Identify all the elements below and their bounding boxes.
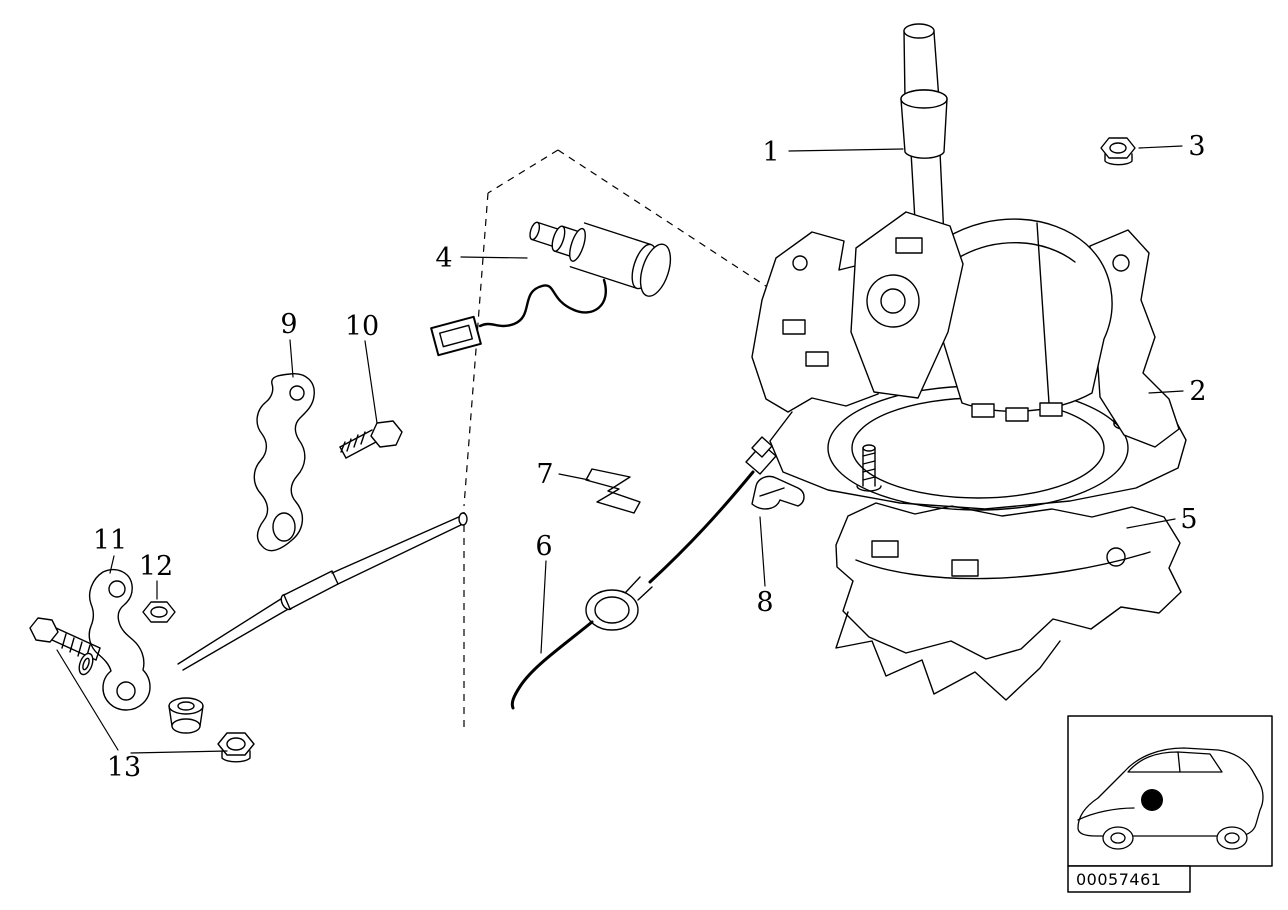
callout-3[interactable]: 3 (1188, 131, 1205, 162)
callout-10[interactable]: 10 (345, 311, 379, 342)
callout-12[interactable]: 12 (139, 551, 173, 582)
shifter-assembly (751, 23, 1187, 511)
part-10-bolt (339, 420, 403, 459)
callout-13[interactable]: 13 (107, 752, 141, 783)
callout-7[interactable]: 7 (536, 459, 553, 490)
part-7-clip (585, 468, 641, 514)
part-number-label: 00057461 (1076, 870, 1161, 889)
car-silhouette (1077, 747, 1264, 850)
part-1-shift-lever (900, 23, 948, 159)
part-12-nut (142, 601, 176, 623)
housing-cover-shell (939, 218, 1113, 422)
base-plate (769, 385, 1187, 511)
location-dot (1141, 789, 1163, 811)
housing-pivot-arm (850, 211, 964, 399)
solenoid-connector (430, 315, 482, 357)
construction-lines (463, 149, 773, 730)
callout-6[interactable]: 6 (535, 531, 552, 562)
callout-4[interactable]: 4 (435, 243, 452, 274)
part-9-bracket (253, 373, 315, 552)
callout-11[interactable]: 11 (93, 525, 127, 556)
callout-2[interactable]: 2 (1189, 376, 1206, 407)
part-3-nut (1100, 137, 1136, 166)
leader-lines (56, 145, 1184, 754)
callout-5[interactable]: 5 (1180, 504, 1197, 535)
car-inset (1067, 715, 1273, 893)
part-11-lever (88, 568, 151, 711)
part-number-box (1067, 865, 1191, 893)
part-6-cable (177, 436, 777, 710)
callout-1[interactable]: 1 (762, 137, 779, 168)
part-4-solenoid (430, 221, 672, 357)
callout-8[interactable]: 8 (756, 587, 773, 618)
part-5-lower-bracket (835, 502, 1182, 701)
solenoid-cable (478, 278, 607, 328)
pivot-circle (866, 274, 920, 328)
part-8-clip (751, 475, 805, 510)
callout-9[interactable]: 9 (280, 309, 297, 340)
part-13-hardware (29, 617, 255, 763)
